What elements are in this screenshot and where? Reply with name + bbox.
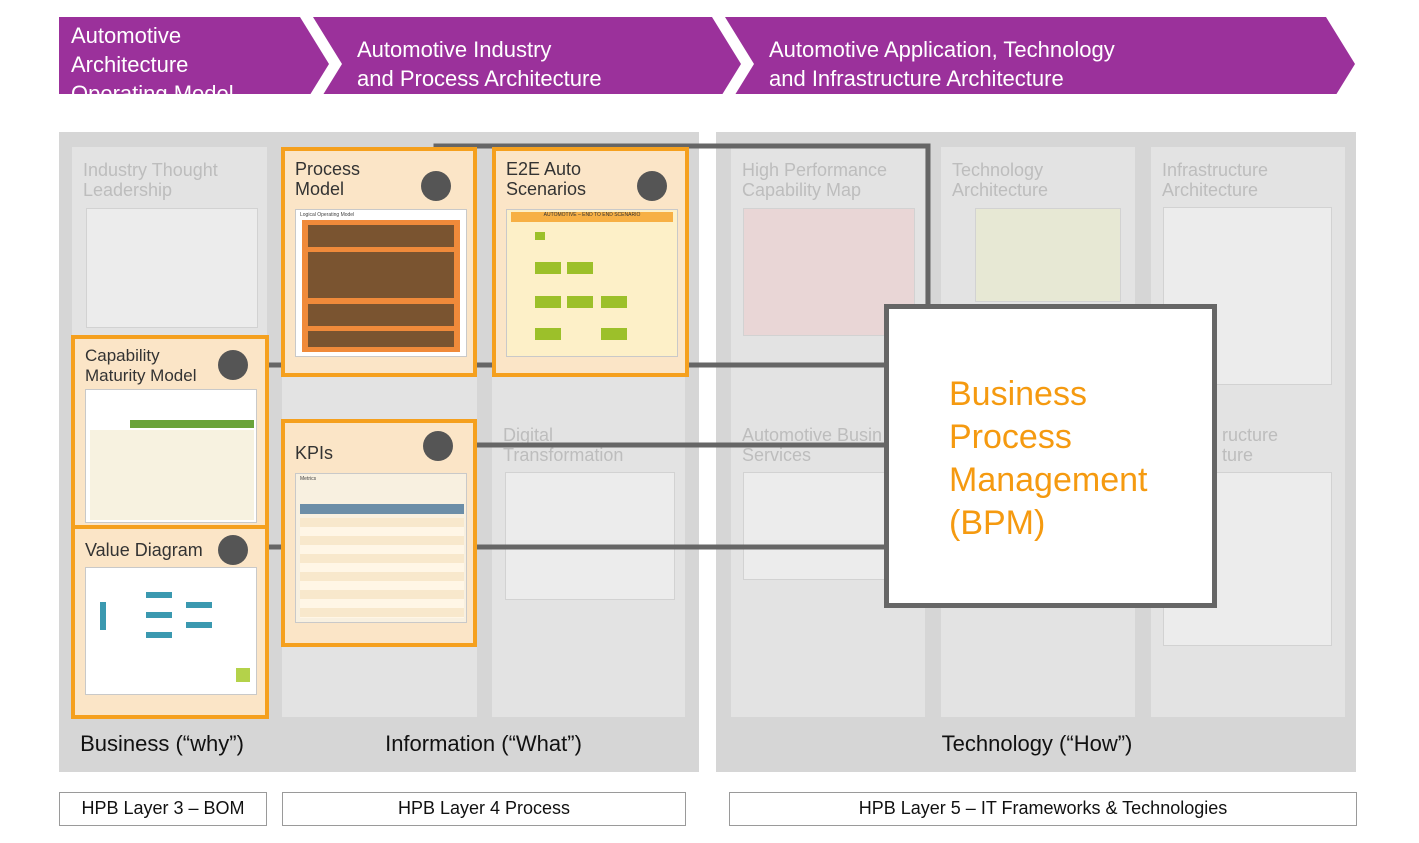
ghost-infrastructure-lower: ructure ture (1222, 425, 1279, 465)
tile-value-diagram-title: Value Diagram (85, 540, 203, 560)
chevron-operating-model (59, 17, 329, 94)
e2e-thumbnail: AUTOMOTIVE – END TO END SCENARIO (506, 209, 678, 357)
tile-kpis-title: KPIs (295, 443, 334, 463)
capability-connector-dot (218, 350, 248, 380)
tile-process-model-title: Process Model (295, 159, 361, 199)
chevron-3-label: Automotive Application, Technology and I… (769, 37, 1115, 91)
ghost-industry-thought-leadership: Industry Thought Leadership (83, 160, 218, 200)
column-label-information: Information (“What”) (385, 731, 582, 756)
chevron-1-label: Automotive Architecture Operating Model (71, 23, 234, 106)
ghost-technology-architecture: Technology Architecture (952, 160, 1049, 200)
column-label-technology: Technology (“How”) (941, 731, 1133, 756)
bpm-label: Business Process Management (BPM) (949, 375, 1148, 542)
header-chevron-bar (59, 17, 1355, 94)
tile-e2e-auto-scenarios[interactable]: E2E Auto Scenarios AUTOMOTIVE – END TO E… (492, 147, 689, 377)
capability-thumbnail (85, 389, 257, 523)
ghost-digital-thumbnail (505, 472, 675, 600)
ghost-industry-thumbnail (86, 208, 258, 328)
ghost-automotive-business-services: Automotive Busin Services (742, 425, 883, 465)
process-model-connector-dot (421, 171, 451, 201)
tile-value-diagram[interactable]: Value Diagram (71, 525, 269, 719)
process-model-thumbnail-header: Logical Operating Model (300, 212, 355, 218)
value-diagram-connector-dot (218, 535, 248, 565)
process-model-thumbnail: Logical Operating Model (295, 209, 467, 357)
chevron-2-label: Automotive Industry and Process Architec… (357, 37, 602, 91)
tile-kpis[interactable]: KPIs Metrics (281, 419, 477, 647)
ghost-infrastructure-architecture: Infrastructure Architecture (1162, 160, 1269, 200)
process-model-diagram (302, 220, 460, 352)
tile-process-model[interactable]: Process Model Logical Operating Model (281, 147, 477, 377)
e2e-thumbnail-header: AUTOMOTIVE – END TO END SCENARIO (511, 212, 673, 222)
tile-e2e-title: E2E Auto Scenarios (506, 159, 587, 199)
ghost-digital-transformation: Digital Transformation (503, 425, 624, 465)
e2e-connector-dot (637, 171, 667, 201)
layer-5-box: HPB Layer 5 – IT Frameworks & Technologi… (729, 792, 1357, 826)
layer-4-box: HPB Layer 4 Process (282, 792, 686, 826)
layer-3-box: HPB Layer 3 – BOM (59, 792, 267, 826)
kpis-thumbnail-header: Metrics (300, 476, 317, 482)
kpis-connector-dot (423, 431, 453, 461)
chevron-industry-process (313, 17, 741, 94)
ghost-high-performance-capability-map: High Performance Capability Map (742, 160, 888, 200)
bpm-box: Business Process Management (BPM) (884, 304, 1217, 608)
ghost-business-services-thumbnail (743, 472, 885, 580)
tile-capability-maturity-model[interactable]: Capability Maturity Model (71, 335, 269, 529)
kpis-thumbnail: Metrics (295, 473, 467, 623)
column-label-business: Business (“why”) (80, 731, 244, 756)
chevron-application-technology (725, 17, 1355, 94)
tile-capability-title: Capability Maturity Model (85, 346, 197, 385)
ghost-technology-thumbnail (975, 208, 1121, 302)
value-diagram-thumbnail (85, 567, 257, 695)
